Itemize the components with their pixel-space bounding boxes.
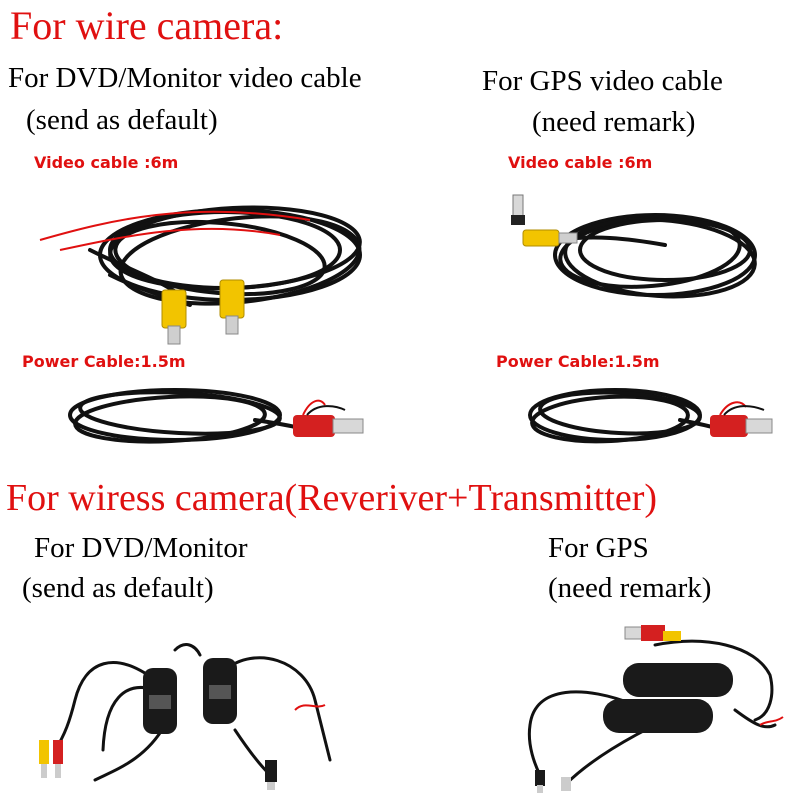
wireless-gps-title: For GPS <box>548 532 649 564</box>
dvd-power-cable-length-label: Power Cable:1.5m <box>22 352 186 371</box>
wireless-dvd-title: For DVD/Monitor <box>34 532 248 564</box>
gps-power-cable-image <box>528 388 773 444</box>
dvd-video-cable-image <box>39 205 362 345</box>
gps-video-cable-length-label: Video cable :6m <box>508 153 653 172</box>
dvd-video-cable-note: (send as default) <box>26 104 218 136</box>
gps-video-cable-title: For GPS video cable <box>482 65 723 97</box>
wireless-dvd-kit-image <box>39 643 332 790</box>
dvd-power-cable-image <box>68 388 364 444</box>
wireless-gps-kit-image <box>527 625 784 793</box>
wire-camera-heading: For wire camera: <box>10 3 284 48</box>
wireless-camera-heading: For wiress camera(Reveriver+Transmitter) <box>6 477 658 519</box>
gps-power-cable-length-label: Power Cable:1.5m <box>496 352 660 371</box>
wireless-gps-note: (need remark) <box>548 572 712 604</box>
gps-video-cable-image <box>511 194 757 299</box>
dvd-video-cable-title: For DVD/Monitor video cable <box>8 62 362 94</box>
wireless-dvd-note: (send as default) <box>22 572 214 604</box>
gps-video-cable-note: (need remark) <box>532 106 696 138</box>
dvd-video-cable-length-label: Video cable :6m <box>34 153 179 172</box>
